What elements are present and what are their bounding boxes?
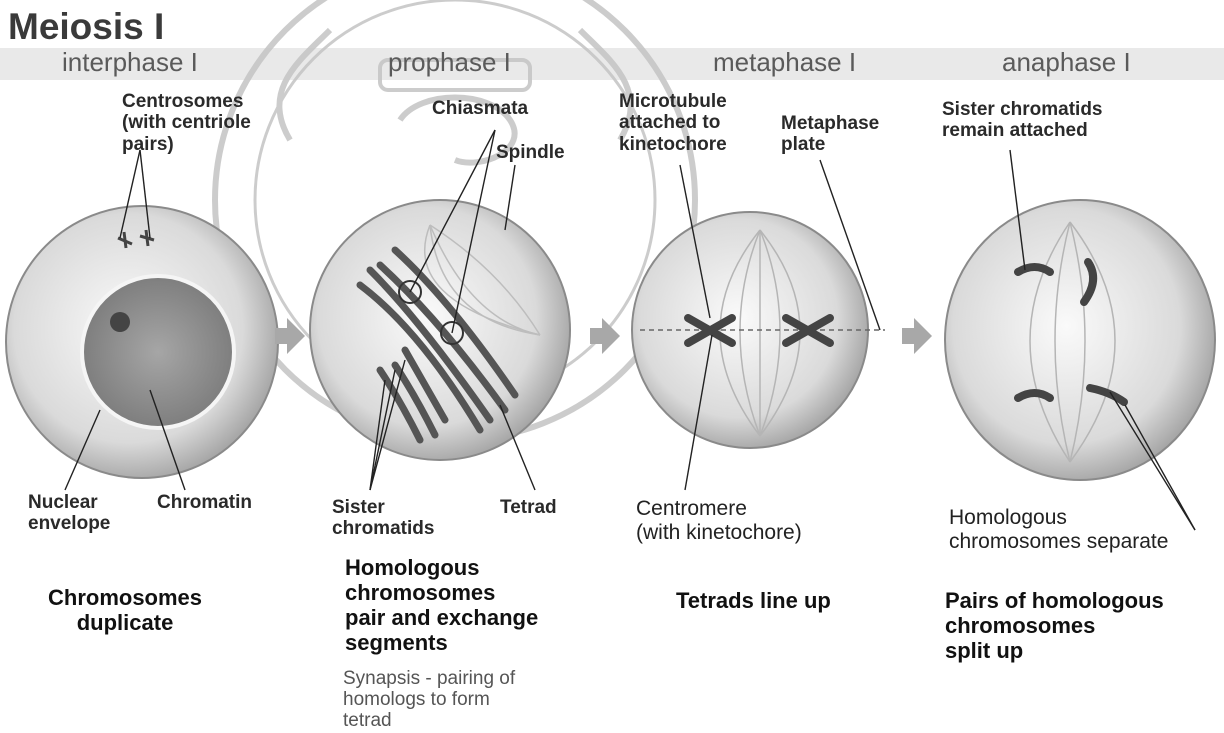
- label-chromatin: Chromatin: [157, 492, 252, 513]
- label-metaphase-plate: Metaphase plate: [781, 113, 879, 156]
- phase-label-interphase: interphase I: [62, 48, 198, 77]
- label-chiasmata: Chiasmata: [432, 98, 528, 119]
- arrow-3: [902, 318, 932, 354]
- caption-prophase: Homologous chromosomes pair and exchange…: [345, 556, 538, 655]
- caption-metaphase: Tetrads line up: [676, 589, 831, 614]
- interphase-cell: [6, 206, 278, 478]
- label-spindle: Spindle: [496, 142, 565, 163]
- arrow-1: [275, 318, 305, 354]
- label-homologous-separate: Homologous chromosomes separate: [949, 506, 1168, 553]
- prophase-cell: [310, 200, 570, 460]
- caption-anaphase: Pairs of homologous chromosomes split up: [945, 589, 1164, 664]
- label-tetrad: Tetrad: [500, 497, 557, 518]
- caption-interphase: Chromosomes duplicate: [48, 586, 202, 636]
- metaphase-cell: [632, 212, 885, 448]
- label-centrosomes: Centrosomes (with centriole pairs): [122, 91, 251, 155]
- label-sister-chromatids: Sister chromatids: [332, 497, 434, 540]
- arrow-2: [590, 318, 620, 354]
- label-centromere: Centromere (with kinetochore): [636, 497, 802, 544]
- label-microtubule: Microtubule attached to kinetochore: [619, 91, 727, 155]
- anaphase-cell: [945, 200, 1215, 480]
- phase-label-anaphase: anaphase I: [1002, 48, 1131, 77]
- phase-label-metaphase: metaphase I: [713, 48, 856, 77]
- diagram-title: Meiosis I: [8, 8, 164, 45]
- label-nuclear-envelope: Nuclear envelope: [28, 492, 110, 535]
- synapsis-note: Synapsis - pairing of homologs to form t…: [343, 669, 515, 732]
- phase-label-prophase: prophase I: [388, 48, 511, 77]
- label-sister-chromatids-attached: Sister chromatids remain attached: [942, 99, 1103, 142]
